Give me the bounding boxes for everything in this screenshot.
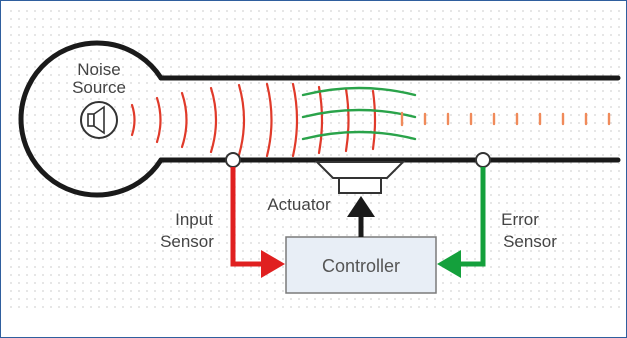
controller-block: Controller (285, 236, 437, 294)
error-sensor-label-line1: Error (501, 210, 539, 229)
input-sensor-label-line1: Input (175, 210, 213, 229)
speaker-icon (80, 101, 118, 139)
input-signal-arrow (230, 167, 285, 278)
input-sensor-label-line2: Sensor (160, 232, 214, 251)
control-signal-arrow (347, 196, 375, 237)
noise-waves (130, 82, 377, 158)
error-signal-arrow (437, 167, 486, 278)
input-sensor-node (225, 152, 241, 168)
error-sensor-node (475, 152, 491, 168)
error-sensor-label-line2: Sensor (503, 232, 557, 251)
noise-source-label-line1: Noise (77, 60, 120, 79)
residual-noise-marks (400, 111, 611, 127)
noise-source-enclosure (18, 40, 164, 198)
noise-source-label-line2: Source (72, 78, 126, 97)
controller-label: Controller (322, 256, 400, 276)
actuator-label: Actuator (267, 195, 331, 214)
actuator-speaker-icon (314, 161, 406, 194)
